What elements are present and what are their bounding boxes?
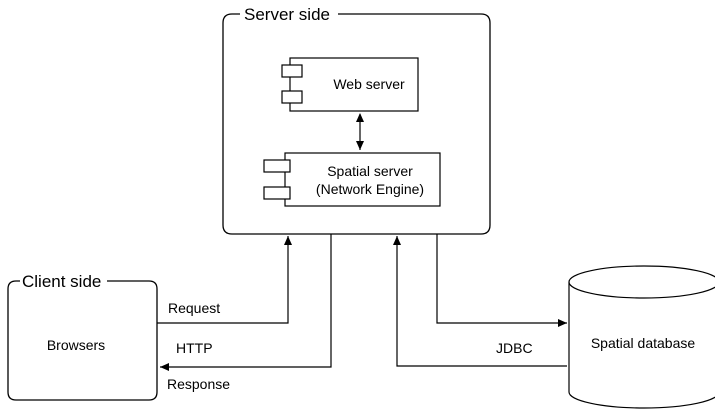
jdbc-outbound-arrow xyxy=(436,234,567,327)
client-side-container: Client side Browsers xyxy=(7,272,158,401)
component-icon-tab-top xyxy=(263,159,291,173)
response-label: Response xyxy=(167,376,230,392)
web-server-label: Web server xyxy=(333,76,405,92)
web-server-component: Web server xyxy=(281,57,419,112)
component-icon-tab-bottom xyxy=(263,186,291,200)
spatial-server-component: Spatial server (Network Engine) xyxy=(263,152,441,207)
spatial-server-label-line1: Spatial server xyxy=(327,163,413,179)
spatial-database-cylinder: Spatial database xyxy=(568,265,715,409)
http-label: HTTP xyxy=(176,340,213,356)
response-arrow xyxy=(160,234,332,371)
server-side-container: Server side xyxy=(222,5,491,235)
request-arrow xyxy=(157,236,292,324)
jdbc-inbound-arrow xyxy=(393,236,567,367)
spatial-database-label: Spatial database xyxy=(591,335,696,351)
server-side-title: Server side xyxy=(244,5,330,24)
component-icon-tab-bottom xyxy=(281,90,303,104)
spatial-server-label-line2: (Network Engine) xyxy=(316,181,424,197)
component-icon-tab-top xyxy=(281,64,303,78)
browsers-label: Browsers xyxy=(47,337,105,353)
request-label: Request xyxy=(168,300,220,316)
client-side-title: Client side xyxy=(22,272,101,291)
jdbc-label: JDBC xyxy=(496,340,533,356)
